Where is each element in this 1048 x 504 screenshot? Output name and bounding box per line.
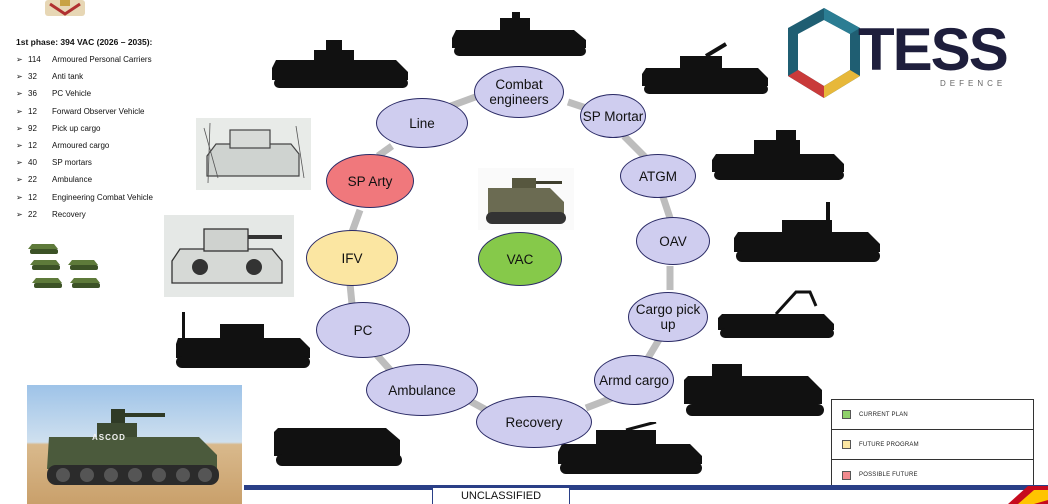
phase-item-qty: 12 xyxy=(28,192,37,202)
legend-label: POSSIBLE FUTURE xyxy=(859,472,918,478)
legend-swatch xyxy=(842,410,851,419)
ambulance-vehicle-silhouette-icon xyxy=(274,428,402,466)
armd-cargo-vehicle-silhouette-icon xyxy=(684,364,824,416)
node-ambulance: Ambulance xyxy=(366,364,478,416)
line-vehicle-silhouette-icon xyxy=(272,40,408,88)
node-vac: VAC xyxy=(478,232,562,286)
tess-logo-icon xyxy=(788,8,860,98)
phase-item-qty: 22 xyxy=(28,175,37,185)
classification-label: UNCLASSIFIED xyxy=(432,487,570,504)
phase-item-label: Pick up cargo xyxy=(52,123,101,133)
phase-item-label: Anti tank xyxy=(52,72,84,82)
legend: CURRENT PLAN FUTURE PROGRAM POSSIBLE FUT… xyxy=(831,399,1034,489)
node-line: Line xyxy=(376,98,468,148)
legend-label: CURRENT PLAN xyxy=(859,411,908,418)
recovery-vehicle-silhouette-icon xyxy=(558,422,702,474)
legend-swatch xyxy=(842,470,851,480)
legend-label: FUTURE PROGRAM xyxy=(859,441,919,448)
node-recovery: Recovery xyxy=(476,396,592,448)
phase-item-qty: 36 xyxy=(28,89,37,99)
ascod-photo: ASCOD xyxy=(27,385,242,504)
node-armd-cargo: Armd cargo xyxy=(594,355,674,405)
phase-title: 1st phase: 394 VAC (2026 – 2035): xyxy=(16,37,153,47)
phase-item-qty: 40 xyxy=(28,158,37,168)
footer-bar xyxy=(244,485,1048,490)
spain-flag-icon xyxy=(1008,486,1048,504)
vehicle-sketch-icon xyxy=(196,118,311,190)
phase-item-qty: 12 xyxy=(28,141,37,151)
phase-item-qty: 22 xyxy=(28,209,37,219)
phase-item-qty: 114 xyxy=(28,55,41,64)
pc-vehicle-silhouette-icon xyxy=(176,312,310,368)
combat-engineers-vehicle-silhouette-icon xyxy=(452,12,586,56)
node-combat-engineers: Combat engineers xyxy=(474,66,564,118)
legend-swatch xyxy=(842,440,851,449)
logo-subtitle: DEFENCE xyxy=(940,79,1007,88)
cargo-pickup-vehicle-silhouette-icon xyxy=(718,290,834,338)
node-atgm: ATGM xyxy=(620,154,696,198)
phase-item-qty: 12 xyxy=(28,106,37,116)
logo-text: TESS xyxy=(858,16,1009,83)
phase-item-qty: 32 xyxy=(28,72,37,82)
sp-mortar-vehicle-silhouette-icon xyxy=(642,42,768,94)
phase-item-label: Engineering Combat Vehicle xyxy=(52,192,153,202)
node-pc: PC xyxy=(316,302,410,358)
ascod-vehicle-icon xyxy=(47,409,219,485)
phase-item-label: Ambulance xyxy=(52,175,93,185)
atgm-vehicle-silhouette-icon xyxy=(712,130,844,180)
crest-emblem-icon xyxy=(45,0,85,16)
phase-item-label: Forward Observer Vehicle xyxy=(52,106,145,116)
phase-item-qty: 92 xyxy=(28,123,37,133)
node-cargo-pick-up: Cargo pick up xyxy=(628,292,708,342)
node-oav: OAV xyxy=(636,217,710,265)
legend-row: FUTURE PROGRAM xyxy=(832,430,1033,460)
vac-photo xyxy=(478,168,574,230)
vehicle-sketch-photo xyxy=(164,215,294,297)
node-sp-arty: SP Arty xyxy=(326,154,414,208)
phase-item-label: Armoured cargo xyxy=(52,141,110,151)
vehicle-sketch-icon xyxy=(164,215,294,297)
phase-item-label: PC Vehicle xyxy=(52,89,92,99)
oav-vehicle-silhouette-icon xyxy=(734,202,880,262)
vehicle-sketch-photo xyxy=(196,118,311,190)
phase-item-label: Recovery xyxy=(52,209,86,219)
ascod-label: ASCOD xyxy=(92,433,126,442)
legend-row: CURRENT PLAN xyxy=(832,400,1033,430)
node-ifv: IFV xyxy=(306,230,398,286)
vac-vehicle-icon xyxy=(486,178,566,224)
phase-item-label: SP mortars xyxy=(52,158,92,168)
phase-item-label: Armoured Personal Carriers xyxy=(52,55,152,64)
legend-row: POSSIBLE FUTURE xyxy=(832,460,1033,490)
vehicle-fleet-icon xyxy=(28,244,100,288)
node-sp-mortar: SP Mortar xyxy=(580,94,646,138)
